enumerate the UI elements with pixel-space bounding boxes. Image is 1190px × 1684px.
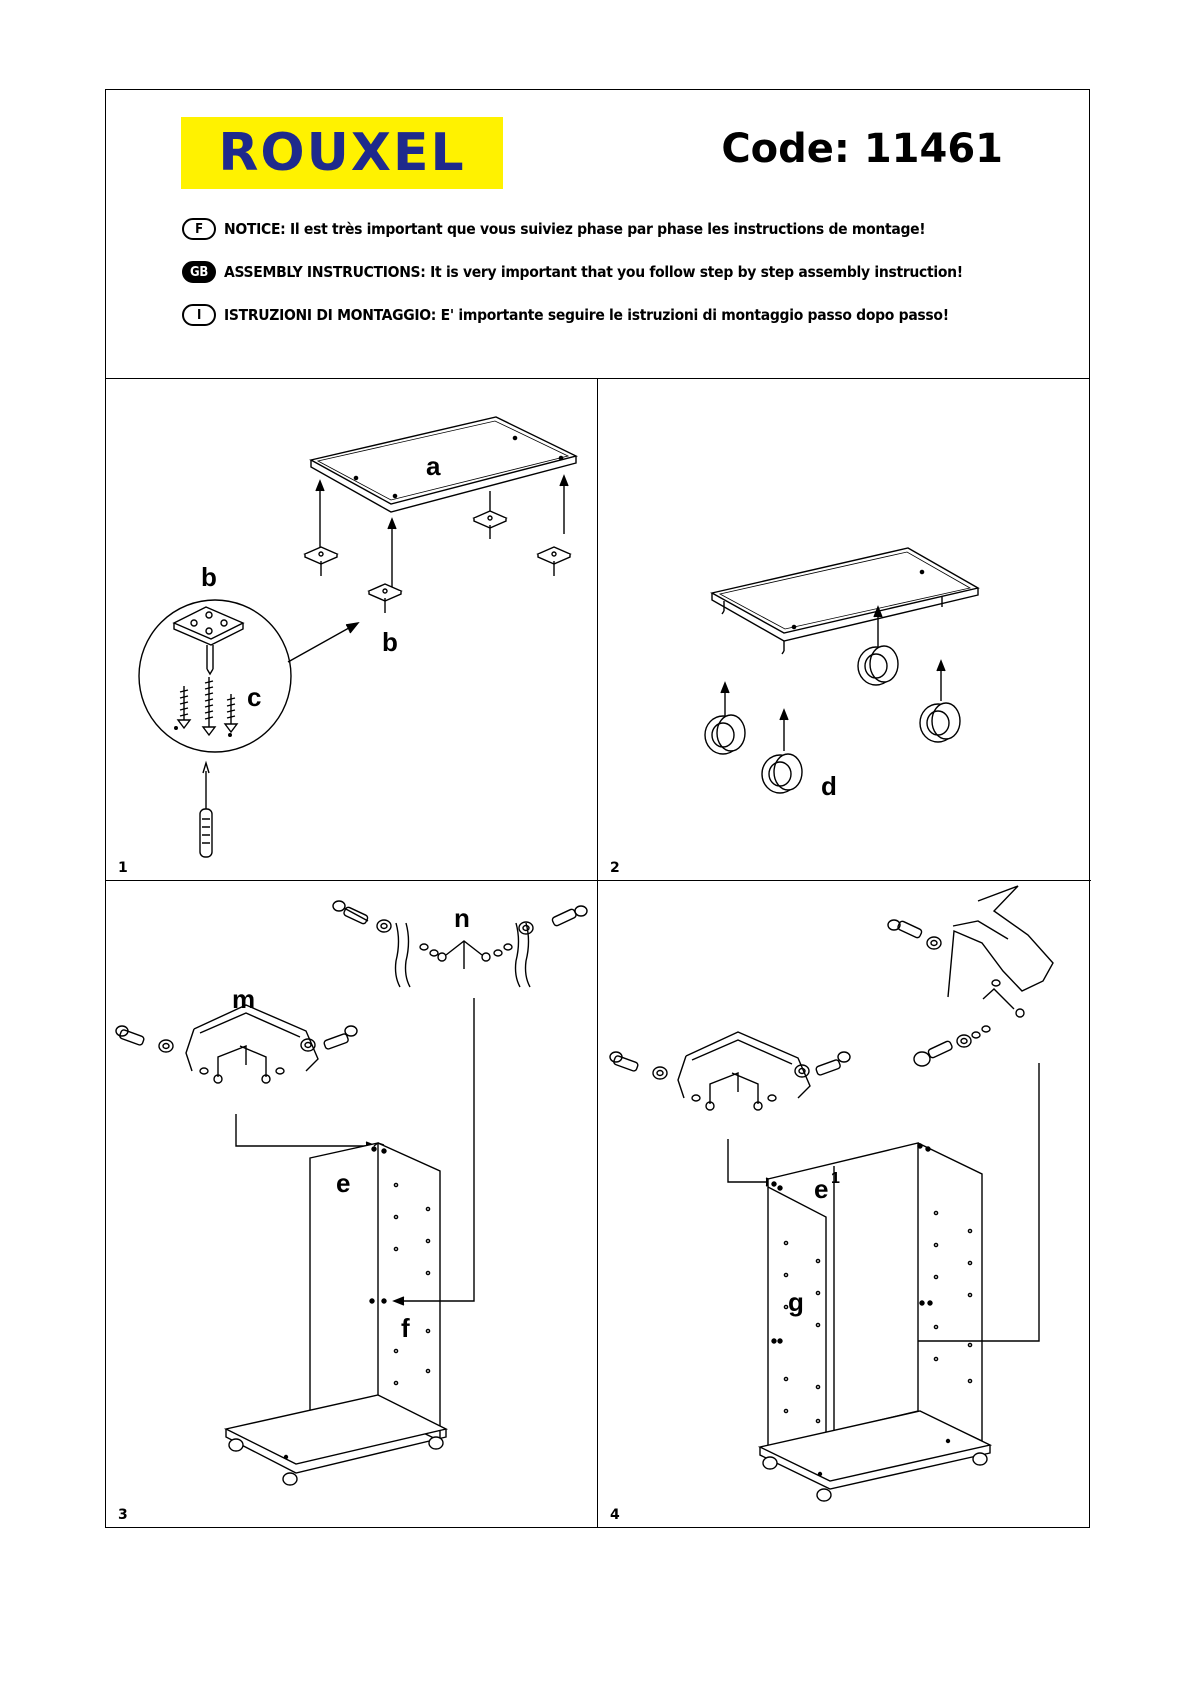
part-label-b: b xyxy=(201,562,217,592)
step-4-diagram: e 1 g xyxy=(609,885,1054,1502)
step-2-diagram: d xyxy=(704,547,980,801)
notice-it: I ISTRUZIONI DI MONTAGGIO: E' importante… xyxy=(182,304,949,326)
part-label-e: e xyxy=(336,1168,350,1198)
step-2-panel: d 2 xyxy=(598,379,1091,881)
part-label-e1-superscript: 1 xyxy=(831,1170,840,1187)
flag-gb-icon: GB xyxy=(182,261,216,283)
step-3-panel: n m e f 3 xyxy=(106,881,598,1527)
steps-grid: a b b c 1 xyxy=(106,379,1091,1527)
step-4-panel: e 1 g 4 xyxy=(598,881,1091,1527)
part-label-b-2: b xyxy=(382,627,398,657)
header: ROUXEL Code: 11461 F NOTICE: Il est très… xyxy=(106,90,1089,379)
step-1-diagram: a b b c xyxy=(138,416,579,858)
step-number: 2 xyxy=(610,860,620,876)
notice-gb: GB ASSEMBLY INSTRUCTIONS: It is very imp… xyxy=(182,261,963,283)
notice-fr: F NOTICE: Il est très important que vous… xyxy=(182,218,926,240)
part-label-g: g xyxy=(788,1287,804,1317)
step-number: 3 xyxy=(118,1507,128,1523)
part-label-c: c xyxy=(247,682,261,712)
instruction-sheet: ROUXEL Code: 11461 F NOTICE: Il est très… xyxy=(105,89,1091,1528)
step-3-diagram: n m e f xyxy=(115,900,588,1486)
flag-fr-icon: F xyxy=(182,218,216,240)
notice-text-fr: NOTICE: Il est très important que vous s… xyxy=(224,220,926,238)
part-label-f: f xyxy=(401,1313,410,1343)
notice-text-it: ISTRUZIONI DI MONTAGGIO: E' importante s… xyxy=(224,306,949,324)
part-label-e1: e xyxy=(814,1174,828,1204)
notice-text-gb: ASSEMBLY INSTRUCTIONS: It is very import… xyxy=(224,263,963,281)
part-label-n: n xyxy=(454,903,470,933)
step-number: 1 xyxy=(118,860,128,876)
step-number: 4 xyxy=(610,1507,620,1523)
part-label-a: a xyxy=(426,451,441,481)
brand-logo: ROUXEL xyxy=(181,117,503,189)
product-code: Code: 11461 xyxy=(721,126,1003,172)
flag-it-icon: I xyxy=(182,304,216,326)
step-1-panel: a b b c 1 xyxy=(106,379,598,881)
part-label-m: m xyxy=(232,984,255,1014)
part-label-d: d xyxy=(821,771,837,801)
